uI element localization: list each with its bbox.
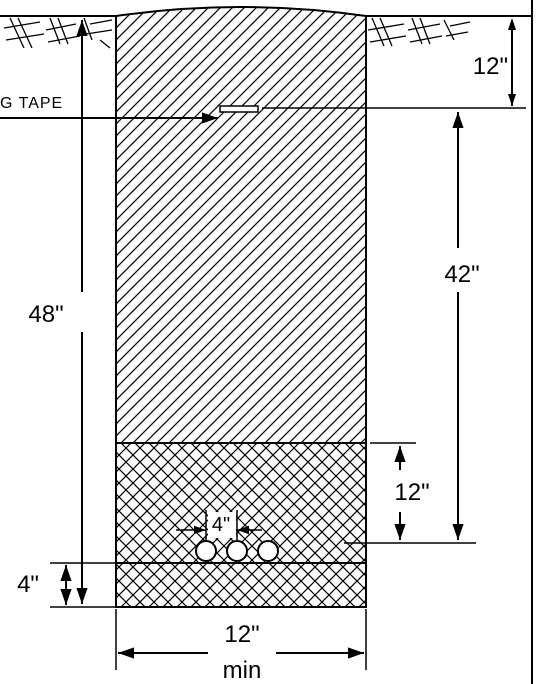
trench-backfill (115, 6, 367, 444)
conduit-spacing-label: 4" (212, 514, 230, 536)
width-label: 12" (224, 621, 259, 648)
width-note-label: min (223, 657, 262, 684)
depth-48-label: 48" (28, 301, 63, 328)
bedding-sand-zone (115, 442, 367, 608)
conduit-3 (257, 540, 279, 562)
cover-12-arrow-up (508, 18, 516, 30)
soil-symbol-right (367, 17, 471, 47)
depth-42-label: 42" (444, 261, 479, 288)
cover-12-arrow-down (508, 94, 516, 106)
bedding-12-label: 12" (394, 479, 429, 506)
depth-4-label: 4" (17, 571, 39, 598)
warning-tape (219, 105, 259, 113)
spacing-label-bg (208, 512, 236, 538)
conduit-2 (226, 540, 248, 562)
soil-symbol-left (3, 17, 113, 49)
conduits (195, 540, 279, 562)
cover-12-label: 12" (473, 53, 508, 80)
conduit-1 (195, 540, 217, 562)
tape-label: G TAPE (0, 95, 63, 112)
